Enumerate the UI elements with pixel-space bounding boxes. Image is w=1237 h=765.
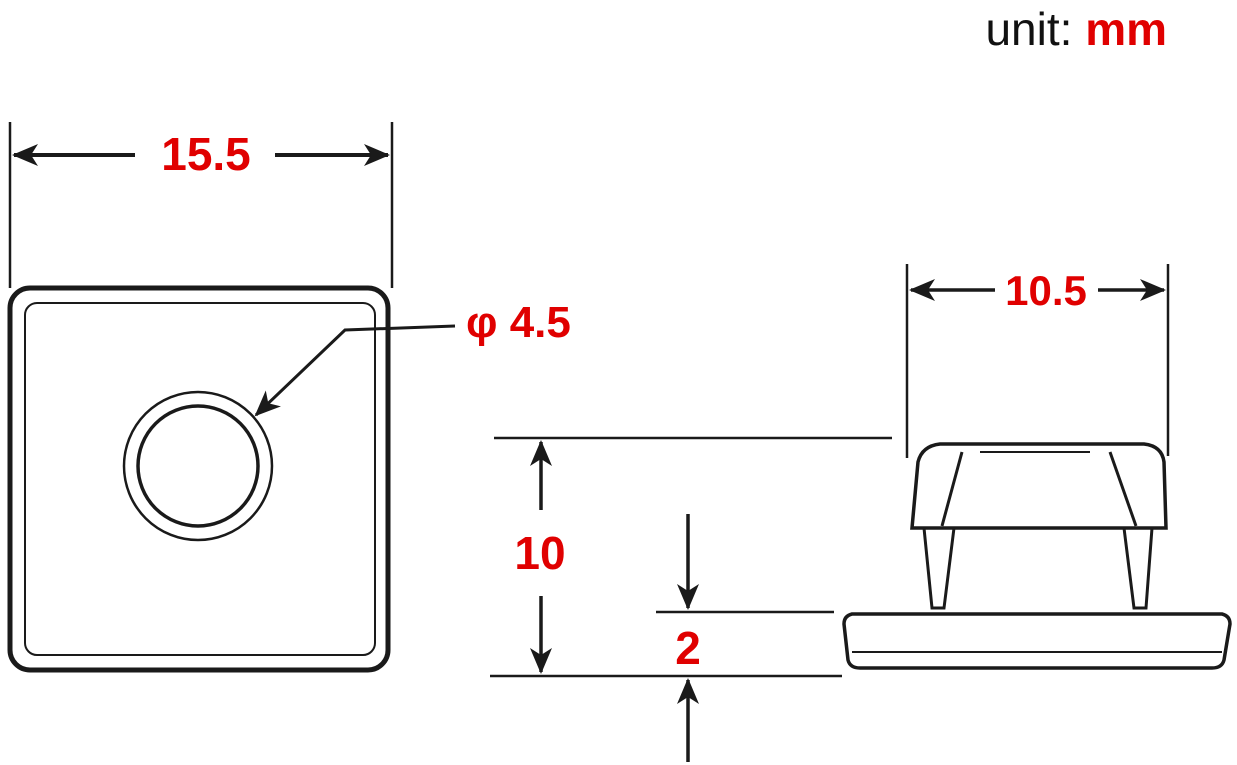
side-view-right-leg <box>1122 527 1154 610</box>
hole-inner-circle <box>136 404 260 528</box>
side-view-left-leg <box>922 527 956 610</box>
top-view <box>7 122 456 673</box>
side-view-cap-left-facet <box>940 451 964 527</box>
side-view-cap-right-facet <box>1108 451 1138 527</box>
side-view <box>490 264 1232 762</box>
hole-outer-circle <box>122 390 274 542</box>
unit-label-group: unit: mm <box>985 2 1167 56</box>
diameter-leader-line <box>254 324 456 417</box>
unit-label: unit: <box>985 3 1086 55</box>
side-view-cap <box>910 442 1168 530</box>
side-view-base-flange <box>842 612 1232 670</box>
top-view-outer-outline <box>7 285 391 673</box>
top-view-inner-outline <box>24 302 376 656</box>
dim-label-2: 2 <box>675 622 701 674</box>
dim-label-10: 10 <box>514 527 565 579</box>
dim-label-15-5: 15.5 <box>161 128 251 180</box>
unit-value: mm <box>1085 3 1167 55</box>
dim-label-10-5: 10.5 <box>1005 267 1087 314</box>
dim-label-hole-diameter: φ 4.5 <box>466 298 571 347</box>
